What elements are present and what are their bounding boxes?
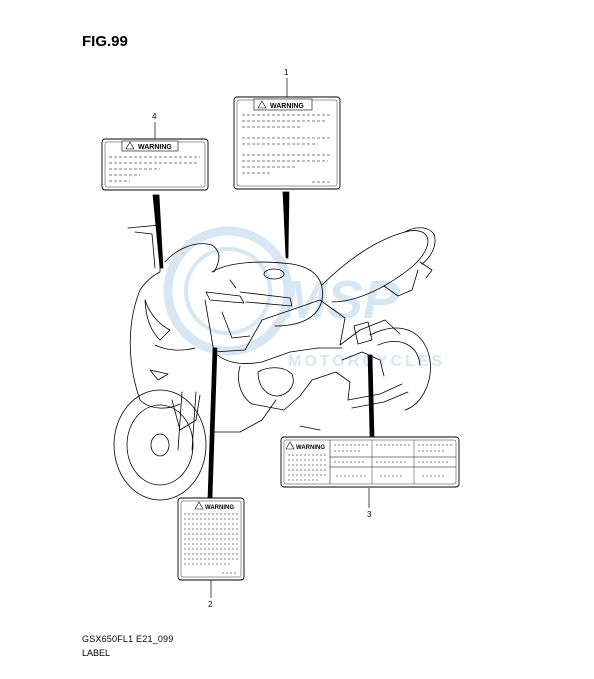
warning-label-2: WARNING bbox=[177, 497, 245, 581]
leader-lines bbox=[152, 78, 375, 598]
callout-number-1: 1 bbox=[284, 68, 289, 77]
pointer-arrow-3 bbox=[367, 354, 375, 437]
warning-text-2: WARNING bbox=[205, 505, 234, 511]
callout-number-2: 2 bbox=[208, 600, 213, 609]
warning-label-4: WARNING bbox=[101, 138, 209, 191]
watermark-text: MSP bbox=[282, 270, 400, 330]
warning-text-1: WARNING bbox=[270, 103, 304, 110]
motorcycle-outline bbox=[113, 224, 436, 501]
watermark-logo: MSP MOTORCYCLES bbox=[163, 226, 445, 370]
watermark-subtext: MOTORCYCLES bbox=[288, 353, 445, 370]
model-code: GSX650FL1 E21_099 bbox=[82, 634, 174, 644]
section-label: LABEL bbox=[82, 648, 111, 658]
warning-label-1: WARNING bbox=[233, 96, 341, 190]
pointer-arrow-4 bbox=[152, 194, 164, 269]
callout-number-3: 3 bbox=[367, 510, 372, 519]
warning-label-3: WARNING bbox=[280, 436, 460, 488]
callout-number-4: 4 bbox=[152, 112, 157, 121]
pointer-arrow-2 bbox=[207, 347, 218, 499]
pointer-arrow-1 bbox=[282, 191, 290, 259]
warning-text-4: WARNING bbox=[138, 144, 172, 151]
figure-title: FIG.99 bbox=[82, 33, 128, 50]
warning-text-3: WARNING bbox=[296, 445, 325, 451]
